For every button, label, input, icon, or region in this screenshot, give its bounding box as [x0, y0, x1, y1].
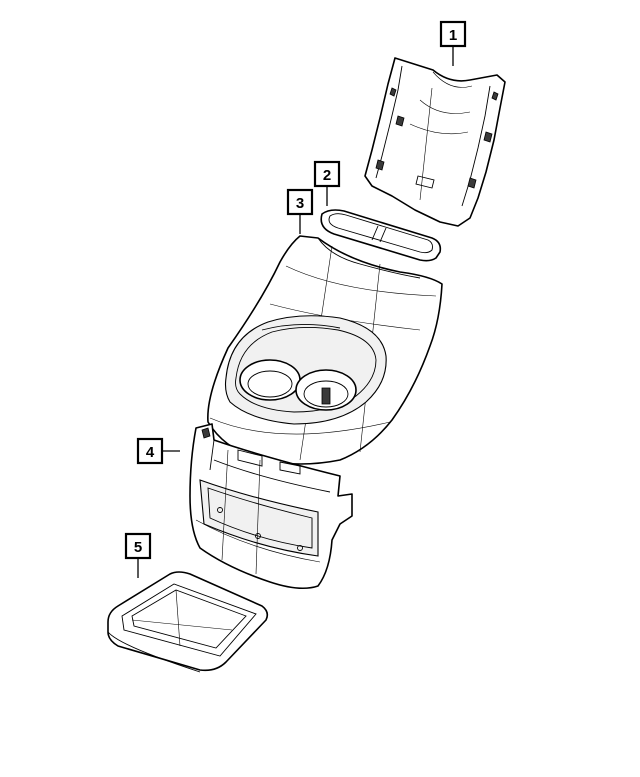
callout-4: 4 [136, 437, 164, 465]
callout-label-1: 1 [449, 27, 457, 44]
part-5-tray-mat[interactable] [107, 571, 269, 673]
callout-label-3: 3 [296, 195, 304, 212]
callout-label-4: 4 [146, 444, 155, 461]
part-2-bezel[interactable] [320, 209, 442, 262]
callout-1: 1 [439, 20, 467, 48]
callout-3: 3 [286, 188, 314, 216]
part-1-rear-panel[interactable] [364, 57, 506, 227]
part-3-console-housing[interactable] [207, 235, 443, 465]
callout-5: 5 [124, 532, 152, 560]
callout-2: 2 [313, 160, 341, 188]
callout-label-5: 5 [134, 539, 142, 556]
part-4-storage-bin[interactable] [189, 423, 353, 590]
callout-label-2: 2 [323, 167, 331, 184]
